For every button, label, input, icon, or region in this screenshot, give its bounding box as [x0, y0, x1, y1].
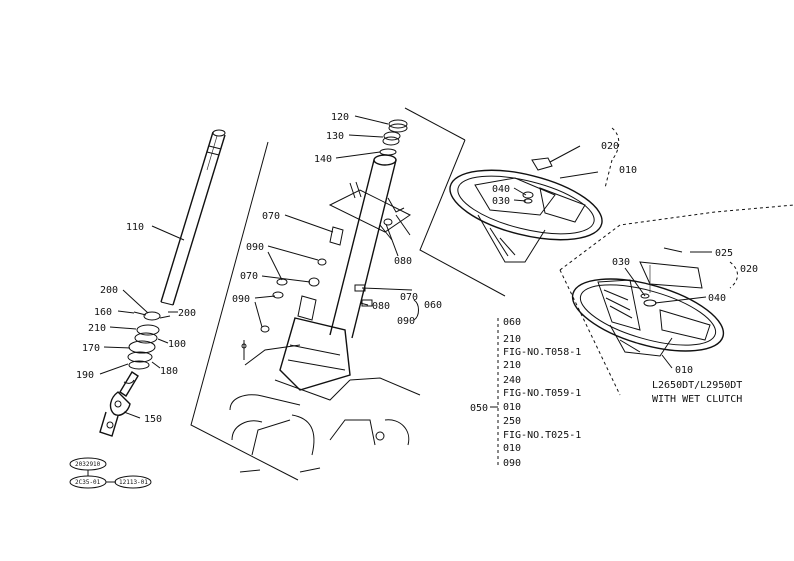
callout-090-right: 090 — [397, 316, 415, 327]
steering-wheel-wet-clutch — [571, 247, 725, 357]
callout-020-lower: 020 — [740, 264, 758, 275]
callout-130: 130 — [326, 131, 344, 142]
callout-170: 170 — [82, 343, 100, 354]
callout-210: 210 — [88, 323, 106, 334]
stamp-2: 2C35-01 — [75, 479, 101, 486]
group-entry-9: FIG-NO.T025-1 — [503, 430, 581, 441]
group-entry-11: 090 — [503, 458, 521, 469]
callout-030-upper: 030 — [492, 196, 510, 207]
callout-140: 140 — [314, 154, 332, 165]
group-entry-10: 010 — [503, 443, 521, 454]
callout-070-right: 070 — [400, 292, 418, 303]
steering-wheel-standard — [449, 157, 603, 263]
callout-060: 060 — [424, 300, 442, 311]
callout-025: 025 — [715, 248, 733, 259]
bracket-line — [604, 159, 613, 189]
callout-150: 150 — [144, 414, 162, 425]
variant-note-line1: L2650DT/L2950DT — [652, 380, 742, 391]
callout-120: 120 — [331, 112, 349, 123]
callout-160: 160 — [94, 307, 112, 318]
callout-180: 180 — [160, 366, 178, 377]
variant-note-line2: WITH WET CLUTCH — [652, 394, 742, 405]
leader-lines — [99, 115, 712, 419]
frame-line-top — [404, 107, 466, 141]
group-entry-3: FIG-NO.T058-1 — [503, 347, 581, 358]
bracket-020-010 — [611, 127, 620, 161]
reference-stamps: 2032910 2C35-01 12113-01 — [69, 457, 152, 489]
frame-line-left — [190, 141, 299, 481]
callout-070-upper: 070 — [262, 211, 280, 222]
group-entry-5: 240 — [503, 375, 521, 386]
group-entry-7: 010 — [503, 402, 521, 413]
callout-020-upper: 020 — [601, 141, 619, 152]
callout-040-lower: 040 — [708, 293, 726, 304]
callout-110: 110 — [126, 222, 144, 233]
callout-labels: 110 200 160 200 210 100 170 180 190 150 … — [76, 112, 758, 425]
group-entry-2: 210 — [503, 334, 521, 345]
variant-boundary-left — [559, 269, 621, 396]
group-label: 050 — [470, 403, 488, 414]
group-list: 050 060 210 FIG-NO.T058-1 210 240 FIG-NO… — [470, 317, 581, 469]
callout-010-lower: 010 — [675, 365, 693, 376]
frame-line-right — [419, 139, 506, 297]
callout-100: 100 — [168, 339, 186, 350]
callout-090-mid: 090 — [232, 294, 250, 305]
callout-040-upper: 040 — [492, 184, 510, 195]
steering-shaft — [99, 129, 226, 437]
callout-200-left: 200 — [100, 285, 118, 296]
group-entry-1: 060 — [503, 317, 521, 328]
callout-080-upper: 080 — [394, 256, 412, 267]
variant-boundary-top — [559, 204, 794, 271]
callout-090-upper: 090 — [246, 242, 264, 253]
group-entry-4: 210 — [503, 360, 521, 371]
callout-190: 190 — [76, 370, 94, 381]
stamp-3: 12113-01 — [119, 479, 148, 486]
group-entry-6: FIG-NO.T059-1 — [503, 388, 581, 399]
steering-column — [229, 119, 421, 473]
callout-030-lower: 030 — [612, 257, 630, 268]
callout-070-mid: 070 — [240, 271, 258, 282]
callout-010-upper: 010 — [619, 165, 637, 176]
group-entry-8: 250 — [503, 416, 521, 427]
callout-200-right: 200 — [178, 308, 196, 319]
bracket-025-020 — [729, 261, 738, 289]
stamp-1: 2032910 — [75, 461, 101, 468]
callout-080-lower: 080 — [372, 301, 390, 312]
